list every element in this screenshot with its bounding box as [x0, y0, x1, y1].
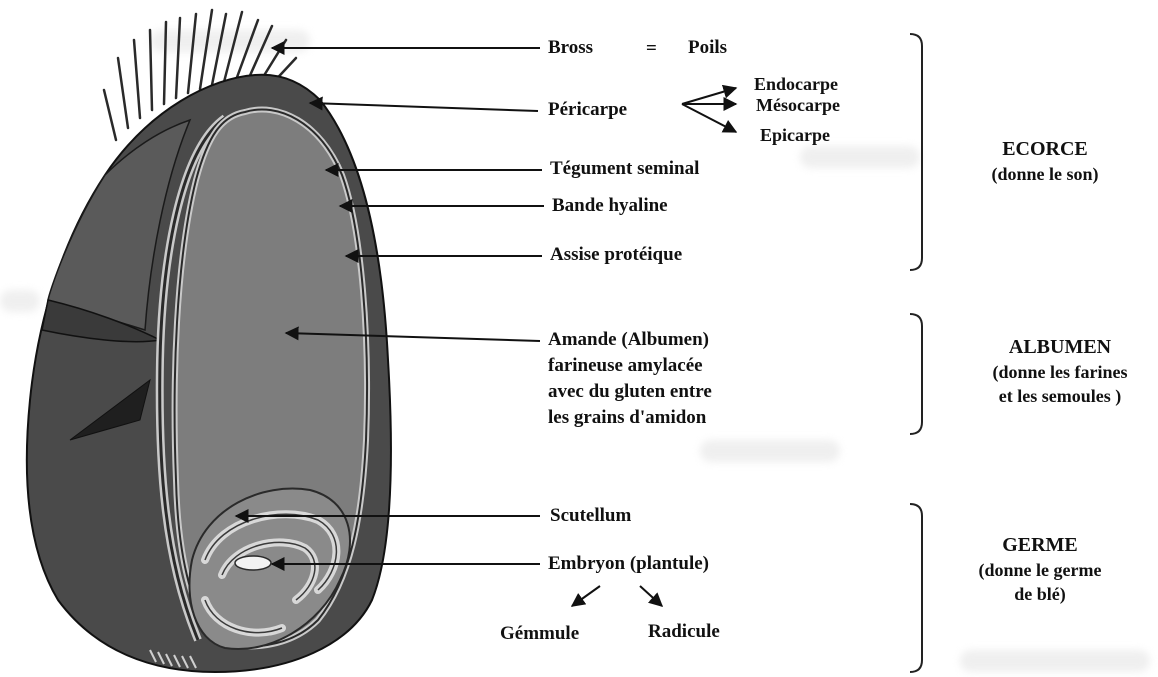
label-assise-proteique: Assise protéique	[550, 243, 682, 267]
group-ecorce: ECORCE (donne le son)	[960, 136, 1130, 186]
label-amande-line-1: Amande (Albumen)	[548, 328, 709, 352]
label-scutellum: Scutellum	[550, 504, 631, 528]
brace-ecorce	[910, 34, 922, 270]
brace-germe	[910, 504, 922, 672]
label-bross: Bross	[548, 36, 593, 60]
group-braces	[910, 34, 922, 672]
label-gemmule: Gémmule	[500, 622, 579, 646]
embryo-spot	[235, 556, 271, 570]
group-germe-title: GERME	[955, 532, 1125, 558]
label-pericarpe: Péricarpe	[548, 98, 627, 122]
group-albumen-title: ALBUMEN	[970, 334, 1150, 360]
brace-albumen	[910, 314, 922, 434]
label-equals: =	[646, 37, 657, 61]
label-epicarpe: Epicarpe	[760, 124, 830, 146]
group-germe-desc: (donne le germe de blé)	[955, 558, 1125, 606]
label-radicule: Radicule	[648, 620, 720, 644]
group-albumen-desc: (donne les farines et les semoules )	[970, 360, 1150, 408]
label-amande-line-2: farineuse amylacée	[548, 354, 703, 378]
label-amande-line-3: avec du gluten entre	[548, 380, 712, 404]
group-ecorce-desc: (donne le son)	[960, 162, 1130, 186]
label-amande-line-4: les grains d'amidon	[548, 406, 706, 430]
label-tegument-seminal: Tégument seminal	[550, 157, 699, 181]
label-mesocarpe: Mésocarpe	[756, 94, 840, 116]
group-germe: GERME (donne le germe de blé)	[955, 532, 1125, 606]
label-endocarpe: Endocarpe	[754, 73, 838, 95]
label-poils: Poils	[688, 36, 727, 60]
label-embryon: Embryon (plantule)	[548, 552, 709, 576]
group-albumen: ALBUMEN (donne les farines et les semoul…	[970, 334, 1150, 408]
group-ecorce-title: ECORCE	[960, 136, 1130, 162]
label-bande-hyaline: Bande hyaline	[552, 194, 668, 218]
